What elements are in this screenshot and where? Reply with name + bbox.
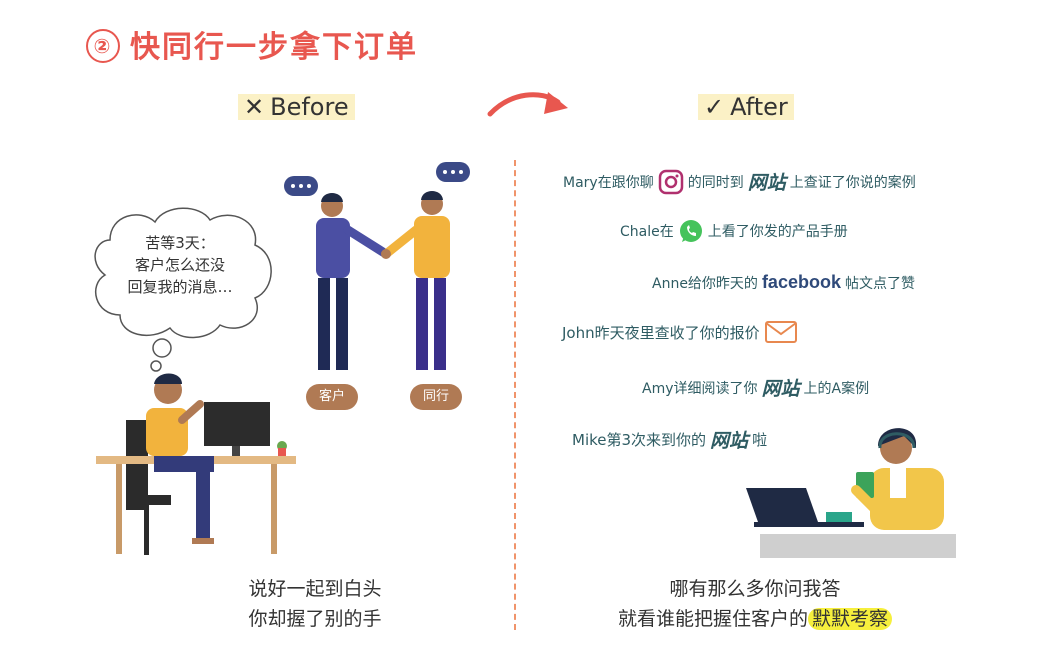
caption-left: 说好一起到白头 你却握了别的手 <box>248 578 382 630</box>
step-number: ② <box>86 28 120 63</box>
divider <box>514 160 516 630</box>
activity-item: John昨天夜里查收了你的报价 <box>562 320 798 344</box>
title-text: 快同行一步拿下订单 <box>130 30 418 65</box>
mail-icon <box>764 321 797 343</box>
before-label: ✕Before <box>238 94 355 120</box>
whatsapp-icon <box>679 220 702 242</box>
tag-customer: 客户 <box>306 384 358 410</box>
highlight-text: 默默考察 <box>808 608 893 630</box>
arrow-icon <box>487 92 568 117</box>
activity-item: Mike第3次来到你的 网站 啦 <box>572 426 767 453</box>
support-agent-illustration <box>746 428 956 558</box>
after-text: After <box>730 93 788 121</box>
tag-peer: 同行 <box>410 384 462 410</box>
thought-cloud <box>94 207 272 372</box>
facebook-logo: facebook <box>761 272 841 292</box>
instagram-icon <box>658 169 683 194</box>
caption-right: 哪有那么多你问我答 就看谁能把握住客户的默默考察 <box>575 574 935 634</box>
activity-item: Mary在跟你聊 的同时到 网站 上查证了你说的案例 <box>563 168 916 195</box>
thought-text: 苦等3天： 客户怎么还没 回复我的消息… <box>127 234 233 296</box>
website-brand: 网站 <box>710 430 749 452</box>
cross-icon: ✕ <box>244 93 265 121</box>
page-title: ② 快同行一步拿下订单 <box>86 22 418 66</box>
after-label: ✓After <box>698 94 794 120</box>
website-brand: 网站 <box>747 172 786 194</box>
activity-item: Anne给你昨天的 facebook 帖文点了赞 <box>652 272 915 292</box>
desk-person-illustration <box>96 373 296 555</box>
before-text: Before <box>270 93 349 121</box>
handshake-illustration <box>284 162 470 370</box>
activity-item: Amy详细阅读了你 网站 上的A案例 <box>642 374 869 401</box>
activity-item: Chale在 上看了你发的产品手册 <box>620 218 848 244</box>
check-icon: ✓ <box>704 93 725 121</box>
website-brand: 网站 <box>761 378 800 400</box>
